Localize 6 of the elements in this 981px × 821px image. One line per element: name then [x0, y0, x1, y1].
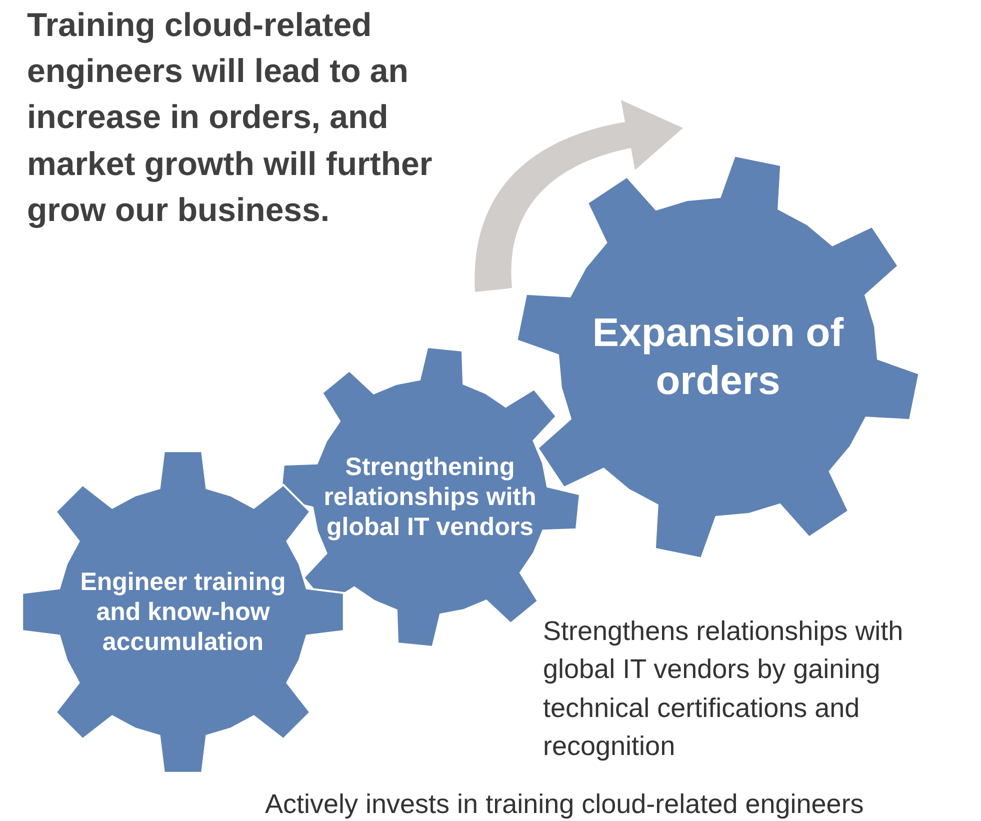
heading: Training cloud-related engineers will lead to an increase in orders, and market growth will further grow our business. — [27, 5, 434, 230]
gear-label: Strengthening relationships with global IT vendors — [322, 452, 538, 542]
gear-label: Engineer training and know-how accumulation — [79, 567, 287, 657]
gear-label: Expansion of orders — [591, 310, 845, 405]
description-text: Actively invests in training cloud-related engineers — [265, 788, 865, 821]
description-text: Strengthens relationships with global IT vendors by gaining technical certifications and recognition — [543, 615, 904, 763]
